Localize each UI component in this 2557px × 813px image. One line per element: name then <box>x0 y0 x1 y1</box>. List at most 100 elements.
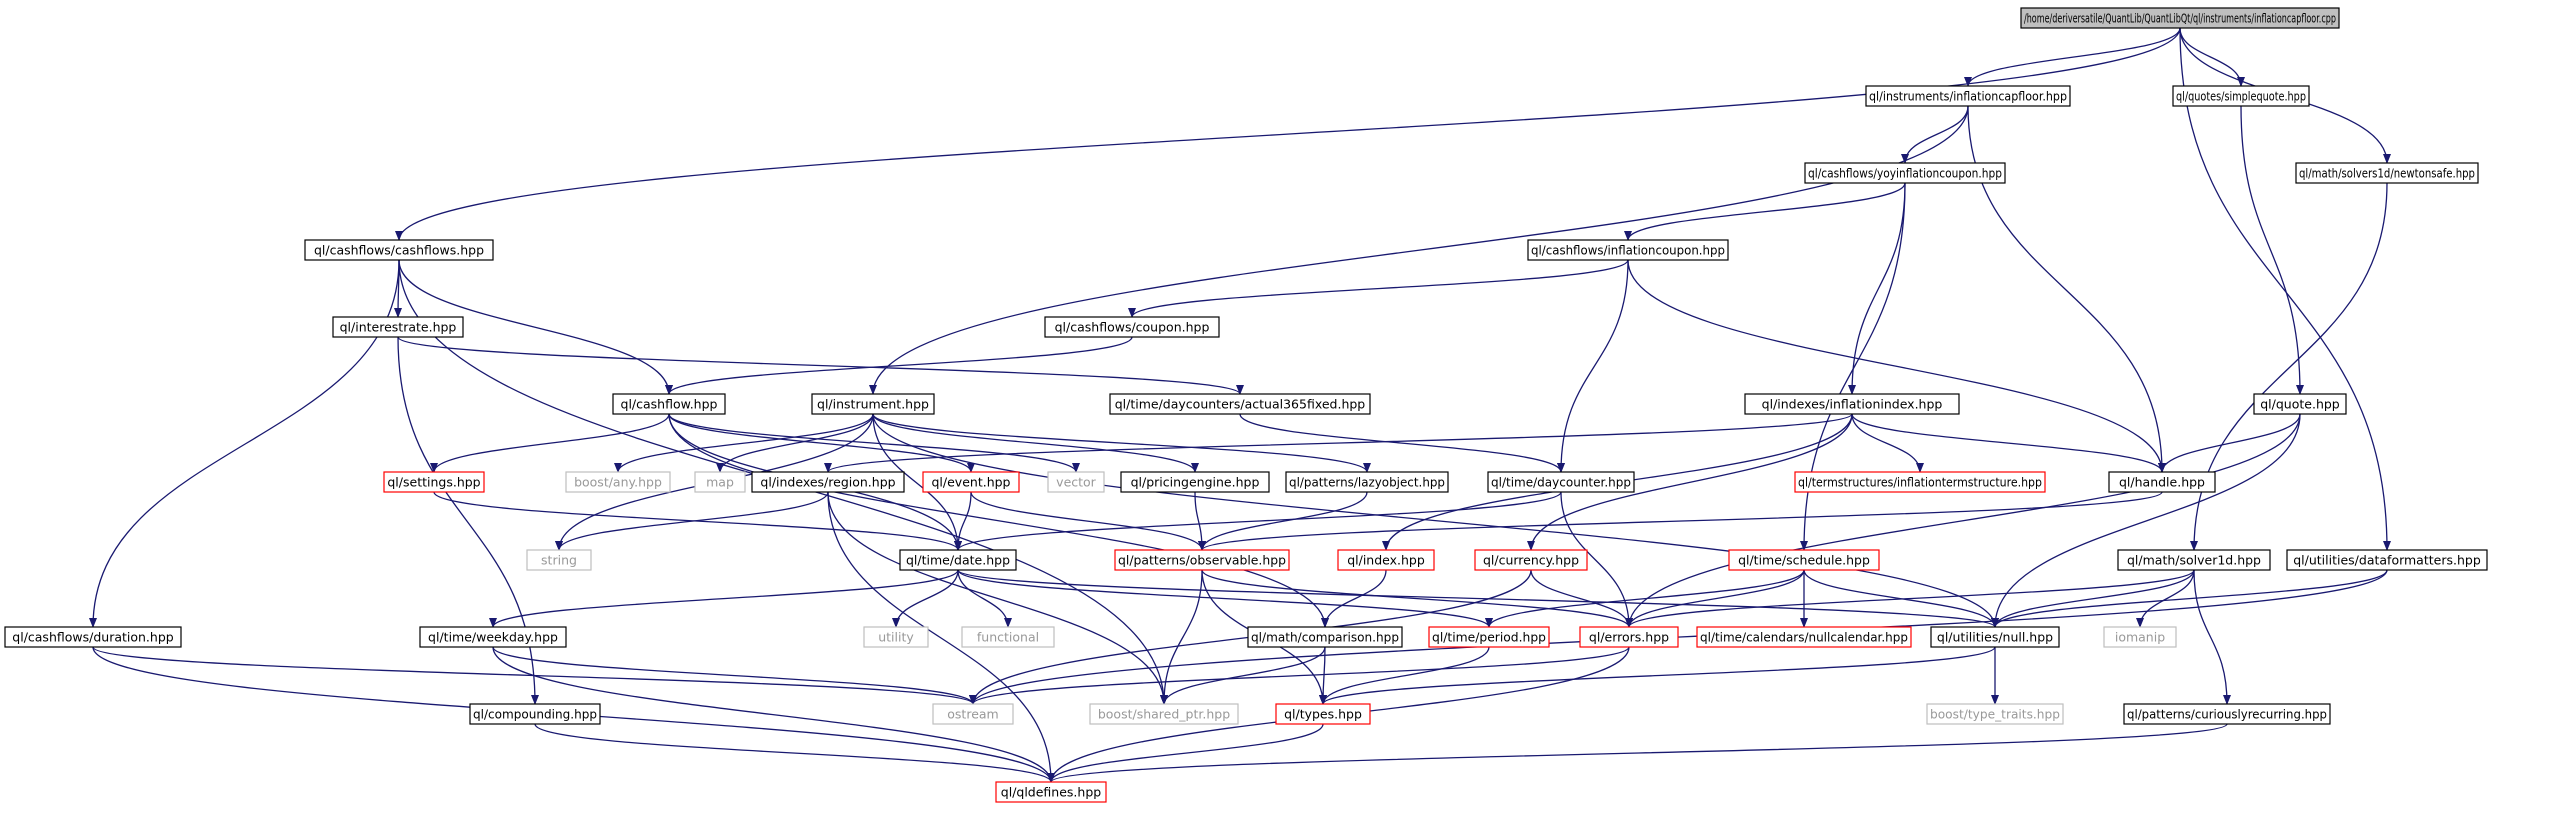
node-label: ql/quotes/simplequote.hpp <box>2176 89 2306 104</box>
node-date[interactable]: ql/time/date.hpp <box>899 549 1017 571</box>
node-lazyobject[interactable]: ql/patterns/lazyobject.hpp <box>1285 471 1449 493</box>
node-icf_hpp[interactable]: ql/instruments/inflationcapfloor.hpp <box>1865 85 2071 107</box>
node-yoy[interactable]: ql/cashflows/yoyinflationcoupon.hpp <box>1804 162 2006 184</box>
edge-cashflows-to-duration <box>89 259 400 628</box>
node-map: map <box>694 471 746 493</box>
node-label: ql/instrument.hpp <box>817 397 929 412</box>
node-box <box>2117 549 2271 571</box>
node-solver1d[interactable]: ql/math/solver1d.hpp <box>2117 549 2271 571</box>
node-label: ql/math/solvers1d/newtonsafe.hpp <box>2299 166 2475 181</box>
node-nullcalendar[interactable]: ql/time/calendars/nullcalendar.hpp <box>1696 626 1912 648</box>
edge-types-to-qldefines <box>1047 723 1324 783</box>
node-pricingengine[interactable]: ql/pricingengine.hpp <box>1120 471 1270 493</box>
node-daycounter[interactable]: ql/time/daycounter.hpp <box>1487 471 1635 493</box>
node-simplequote[interactable]: ql/quotes/simplequote.hpp <box>2172 85 2310 107</box>
edge-simplequote-to-quote <box>2240 105 2304 395</box>
node-box <box>2020 7 2340 29</box>
node-curiously[interactable]: ql/patterns/curiouslyrecurring.hpp <box>2123 703 2331 725</box>
edge-observable-to-sharedptr <box>1160 569 1203 705</box>
edge-inflindex-to-region <box>824 413 1853 473</box>
node-label: ql/cashflows/duration.hpp <box>12 630 173 645</box>
edge-region-to-qldefines <box>827 491 1055 783</box>
node-types[interactable]: ql/types.hpp <box>1275 703 1371 725</box>
node-box <box>1794 471 2046 493</box>
node-sharedptr: boost/shared_ptr.hpp <box>1089 703 1239 725</box>
edge-errors-to-ostream <box>969 646 1630 705</box>
node-newtonsafe[interactable]: ql/math/solvers1d/newtonsafe.hpp <box>2295 162 2479 184</box>
edge-period-to-types <box>1319 646 1490 705</box>
node-inflts[interactable]: ql/termstructures/inflationtermstructure… <box>1794 471 2046 493</box>
node-root[interactable]: /home/deriversatile/QuantLib/QuantLibQt/… <box>2020 7 2340 29</box>
node-label: ql/instruments/inflationcapfloor.hpp <box>1869 89 2067 104</box>
node-errors[interactable]: ql/errors.hpp <box>1579 626 1679 648</box>
node-box <box>1744 393 1960 415</box>
node-region[interactable]: ql/indexes/region.hpp <box>751 471 905 493</box>
node-qldefines[interactable]: ql/qldefines.hpp <box>995 781 1107 803</box>
edge-region-to-string <box>555 491 829 551</box>
node-period[interactable]: ql/time/period.hpp <box>1428 626 1550 648</box>
node-box <box>1527 239 1729 261</box>
node-label: ql/cashflows/inflationcoupon.hpp <box>1531 243 1725 258</box>
node-inflcoupon[interactable]: ql/cashflows/inflationcoupon.hpp <box>1527 239 1729 261</box>
node-settings[interactable]: ql/settings.hpp <box>383 471 485 493</box>
node-quote[interactable]: ql/quote.hpp <box>2253 393 2347 415</box>
node-label: ql/cashflow.hpp <box>621 397 718 412</box>
node-box <box>2108 471 2216 493</box>
edge-solver1d-to-iomanip <box>2136 569 2195 628</box>
node-box <box>383 471 485 493</box>
node-handle[interactable]: ql/handle.hpp <box>2108 471 2216 493</box>
node-null[interactable]: ql/utilities/null.hpp <box>1930 626 2060 648</box>
node-label: ql/utilities/dataformatters.hpp <box>2293 553 2481 568</box>
node-cashflow[interactable]: ql/cashflow.hpp <box>612 393 726 415</box>
node-label: ql/event.hpp <box>932 475 1011 490</box>
edge-solver1d-to-curiously <box>2193 569 2231 705</box>
node-box <box>2172 85 2310 107</box>
node-observable[interactable]: ql/patterns/observable.hpp <box>1114 549 1290 571</box>
edge-newtonsafe-to-solver1d <box>2190 182 2388 551</box>
node-actual365[interactable]: ql/time/daycounters/actual365fixed.hpp <box>1109 393 1371 415</box>
node-box <box>612 393 726 415</box>
node-label: ql/cashflows/coupon.hpp <box>1055 320 1210 335</box>
edge-inflindex-to-inflts <box>1851 413 1924 473</box>
edge-actual365-to-daycounter <box>1239 413 1565 473</box>
edge-event-to-observable <box>970 491 1206 551</box>
node-inflindex[interactable]: ql/indexes/inflationindex.hpp <box>1744 393 1960 415</box>
node-box <box>332 316 464 338</box>
node-label: ql/time/weekday.hpp <box>428 630 558 645</box>
edge-root-to-icf_hpp <box>1964 27 2181 87</box>
edge-schedule-to-errors <box>1625 569 1805 628</box>
edge-handle-to-observable <box>1198 491 2163 551</box>
node-label: ql/index.hpp <box>1347 553 1425 568</box>
node-box <box>1930 626 2060 648</box>
node-label: ql/currency.hpp <box>1483 553 1579 568</box>
node-event[interactable]: ql/event.hpp <box>922 471 1020 493</box>
edge-instrument-to-boostany <box>614 413 874 473</box>
node-boostany: boost/any.hpp <box>565 471 671 493</box>
node-label: boost/type_traits.hpp <box>1930 707 2060 722</box>
node-cashflows[interactable]: ql/cashflows/cashflows.hpp <box>304 239 494 261</box>
node-index[interactable]: ql/index.hpp <box>1337 549 1435 571</box>
node-schedule[interactable]: ql/time/schedule.hpp <box>1728 549 1880 571</box>
node-weekday[interactable]: ql/time/weekday.hpp <box>419 626 567 648</box>
node-label: ql/indexes/region.hpp <box>760 475 895 490</box>
node-box <box>1428 626 1550 648</box>
node-box <box>2123 703 2331 725</box>
node-box <box>1728 549 1880 571</box>
edge-quote-to-errors <box>1625 413 2301 628</box>
node-interestrate[interactable]: ql/interestrate.hpp <box>332 316 464 338</box>
node-utility: utility <box>863 626 929 648</box>
node-currency[interactable]: ql/currency.hpp <box>1474 549 1588 571</box>
edge-yoy-to-inflcoupon <box>1624 182 1906 241</box>
node-label: string <box>541 553 577 568</box>
edge-region-to-sharedptr <box>827 491 1168 705</box>
node-box <box>1247 626 1403 648</box>
node-dataformatters[interactable]: ql/utilities/dataformatters.hpp <box>2286 549 2488 571</box>
node-instrument[interactable]: ql/instrument.hpp <box>811 393 935 415</box>
node-compounding[interactable]: ql/compounding.hpp <box>469 703 601 725</box>
node-duration[interactable]: ql/cashflows/duration.hpp <box>4 626 182 648</box>
node-comparison[interactable]: ql/math/comparison.hpp <box>1247 626 1403 648</box>
node-label: ql/time/calendars/nullcalendar.hpp <box>1700 630 1908 645</box>
node-label: ql/time/daycounter.hpp <box>1491 475 1631 490</box>
edge-quote-to-handle <box>2158 413 2301 473</box>
node-coupon[interactable]: ql/cashflows/coupon.hpp <box>1044 316 1220 338</box>
